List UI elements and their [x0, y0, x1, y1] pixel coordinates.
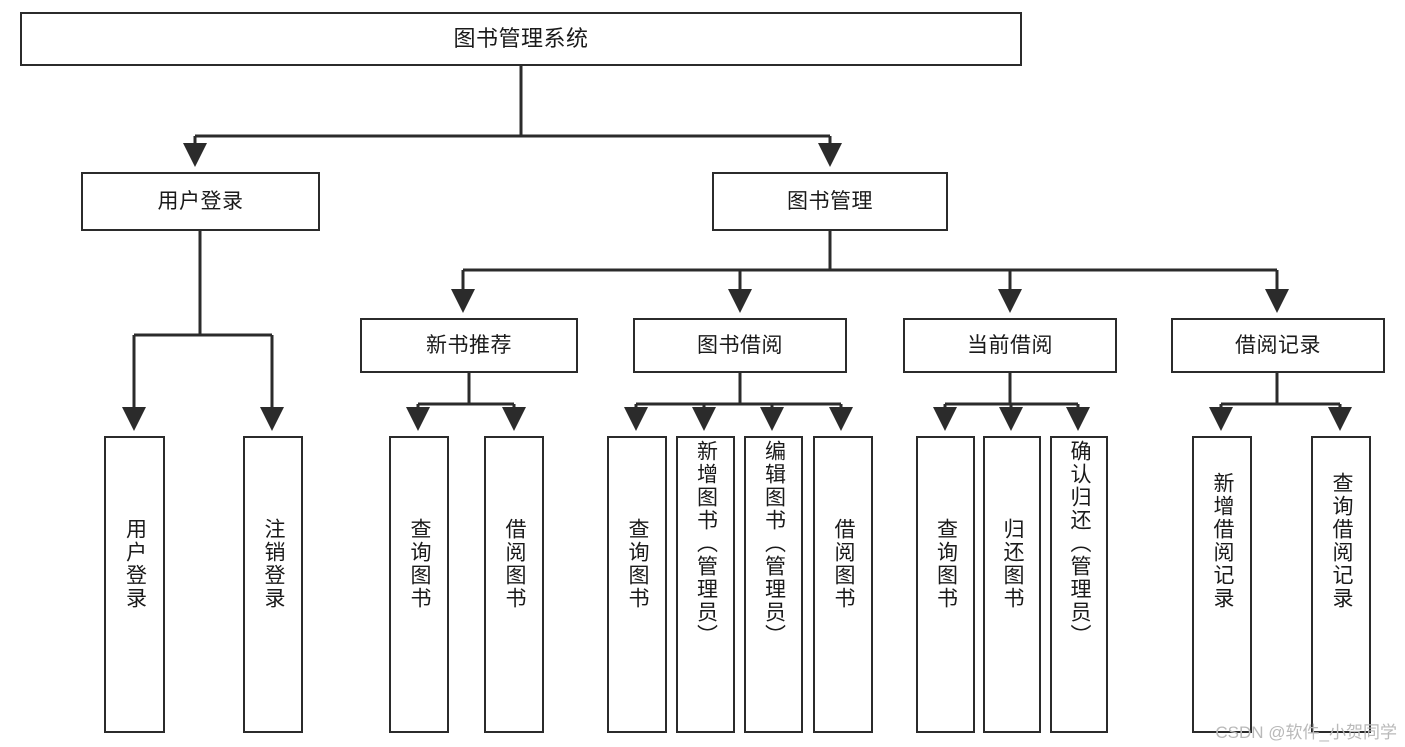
node-book-manage-label: 图书管理	[787, 189, 873, 213]
node-leaf-user-login-label: 用户登录	[123, 518, 147, 610]
node-leaf-return-book-label: 归还图书	[1001, 518, 1025, 610]
node-leaf-query-record-label: 查询借阅记录	[1330, 472, 1354, 610]
node-leaf-edit-book[interactable]: 编辑图书（管理员）	[744, 436, 803, 733]
node-leaf-query-book-2-label: 查询图书	[626, 518, 650, 610]
node-book-borrow-label: 图书借阅	[697, 333, 783, 357]
node-borrow-record-label: 借阅记录	[1235, 333, 1321, 357]
node-leaf-add-book-label: 新增图书（管理员）	[694, 440, 718, 647]
node-leaf-borrow-book-2-label: 借阅图书	[832, 518, 856, 610]
node-leaf-borrow-book-1[interactable]: 借阅图书	[484, 436, 544, 733]
node-book-borrow[interactable]: 图书借阅	[633, 318, 847, 373]
node-leaf-query-book-1-label: 查询图书	[408, 518, 432, 610]
node-leaf-add-record-label: 新增借阅记录	[1211, 472, 1235, 610]
node-leaf-logout-label: 注销登录	[262, 518, 286, 610]
node-leaf-borrow-book-2[interactable]: 借阅图书	[813, 436, 873, 733]
node-user-login-label: 用户登录	[157, 189, 244, 213]
node-leaf-return-book[interactable]: 归还图书	[983, 436, 1041, 733]
node-leaf-query-book-3[interactable]: 查询图书	[916, 436, 975, 733]
node-borrow-record[interactable]: 借阅记录	[1171, 318, 1385, 373]
node-root-label: 图书管理系统	[453, 25, 589, 51]
node-user-login[interactable]: 用户登录	[81, 172, 320, 231]
node-leaf-confirm-return-label: 确认归还（管理员）	[1068, 440, 1092, 647]
node-leaf-borrow-book-1-label: 借阅图书	[503, 518, 527, 610]
node-new-book-recommend-label: 新书推荐	[426, 333, 512, 357]
node-current-borrow-label: 当前借阅	[967, 333, 1053, 357]
node-current-borrow[interactable]: 当前借阅	[903, 318, 1117, 373]
node-root[interactable]: 图书管理系统	[20, 12, 1022, 66]
node-leaf-add-record[interactable]: 新增借阅记录	[1192, 436, 1252, 733]
node-leaf-add-book[interactable]: 新增图书（管理员）	[676, 436, 735, 733]
node-leaf-user-login[interactable]: 用户登录	[104, 436, 165, 733]
node-leaf-logout[interactable]: 注销登录	[243, 436, 303, 733]
node-leaf-query-record[interactable]: 查询借阅记录	[1311, 436, 1371, 733]
node-book-manage[interactable]: 图书管理	[712, 172, 948, 231]
node-leaf-query-book-2[interactable]: 查询图书	[607, 436, 667, 733]
node-leaf-confirm-return[interactable]: 确认归还（管理员）	[1050, 436, 1108, 733]
node-leaf-query-book-1[interactable]: 查询图书	[389, 436, 449, 733]
node-new-book-recommend[interactable]: 新书推荐	[360, 318, 578, 373]
node-leaf-edit-book-label: 编辑图书（管理员）	[762, 440, 786, 647]
watermark-text: CSDN @软件_小贺同学	[1215, 723, 1397, 742]
node-leaf-query-book-3-label: 查询图书	[934, 518, 958, 610]
